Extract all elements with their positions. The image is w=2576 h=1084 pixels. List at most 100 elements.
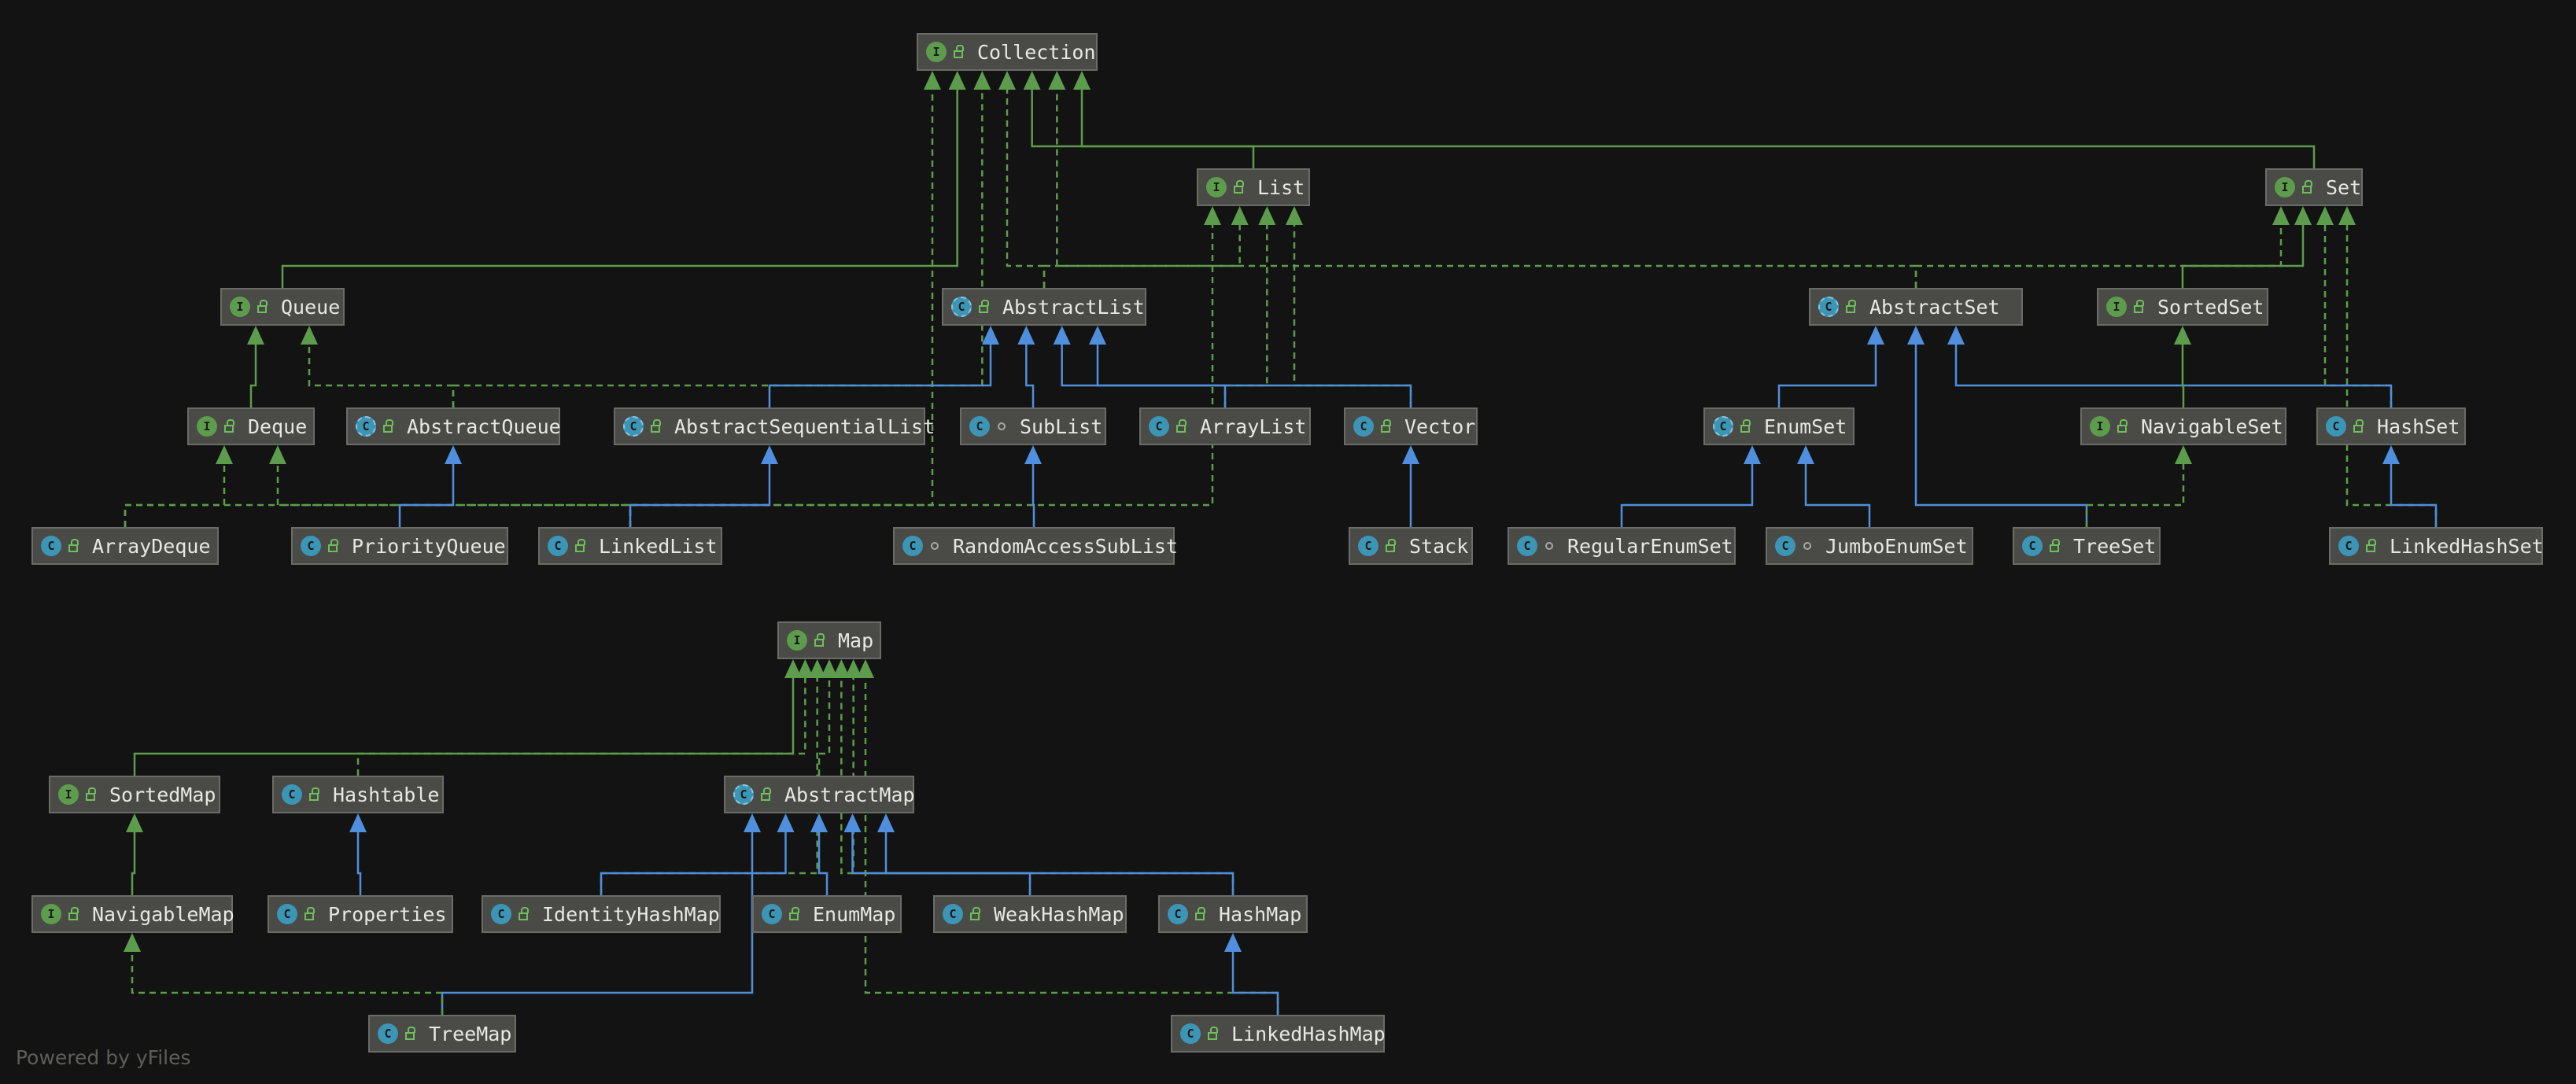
public-lock-icon [257,300,268,313]
interface-icon: I [197,416,217,437]
public-lock-icon [979,300,989,313]
node-label: RegularEnumSet [1567,534,1733,558]
arrowhead-treeset-to-navigableset [2175,445,2192,464]
node-label: RandomAccessSubList [953,534,1178,558]
arrowhead-abstractsequentiallist-to-abstractlist [982,326,999,345]
node-label: HashMap [1219,902,1302,926]
node-sublist[interactable]: C SubList [960,407,1106,445]
public-lock-icon [2050,539,2060,552]
node-enumset[interactable]: C EnumSet [1703,407,1854,445]
class-icon: C [1775,536,1795,556]
class-icon: C [1168,904,1188,924]
public-lock-icon [2366,539,2376,552]
node-randomaccesssublist[interactable]: C RandomAccessSubList [893,527,1178,565]
public-lock-icon [68,539,79,552]
edge-linkedhashset-to-hashset [2390,464,2438,527]
class-icon: C [902,536,923,556]
package-private-icon [998,422,1006,430]
arrowhead-stack-to-vector [1402,445,1419,464]
public-lock-icon [651,419,661,433]
arrowhead-sortedset-to-set [2294,206,2312,225]
arrowhead-abstractset-to-collection [1048,71,1066,90]
abstract-class-icon: C [733,784,754,805]
node-label: SubList [1020,415,1103,438]
public-lock-icon [1208,1027,1218,1040]
node-label: LinkedList [599,534,718,558]
class-icon: C [2338,536,2359,556]
class-icon: C [969,416,990,437]
arrowhead-navigablemap-to-sortedmap [126,813,143,832]
edge-arraylist-to-abstractlist [1061,345,1227,407]
public-lock-icon [1846,300,1856,313]
arrowhead-linkedlist-to-deque [269,445,286,464]
abstract-class-icon: C [951,297,972,317]
edge-treeset-to-navigableset [2085,464,2185,527]
arrowhead-linkedhashmap-to-map [857,659,874,678]
node-label: EnumSet [1764,415,1847,438]
edge-sublist-to-abstractlist [1025,345,1035,407]
public-lock-icon [519,907,529,920]
node-abstractlist[interactable]: C AbstractList [942,288,1146,326]
class-icon: C [548,536,568,556]
public-lock-icon [309,787,319,801]
node-linkedlist[interactable]: C LinkedList [538,527,722,565]
node-label: AbstractList [1002,295,1145,319]
arrowhead-hashmap-to-map [844,659,862,678]
public-lock-icon [1381,419,1391,433]
public-lock-icon [1740,419,1751,433]
public-lock-icon [86,787,96,801]
arrowhead-identityhashmap-to-map [808,659,826,678]
abstract-class-icon: C [1713,416,1733,437]
arrowhead-vector-to-abstractlist [1089,326,1106,345]
node-label: List [1257,175,1305,199]
abstract-class-icon: C [356,416,376,437]
node-label: AbstractQueue [407,415,561,438]
interface-icon: I [58,784,79,805]
node-abstractqueue[interactable]: C AbstractQueue [346,407,561,445]
arrowhead-arraydeque-to-collection [924,71,941,90]
public-lock-icon [304,907,315,920]
edge-sortedset-to-set [2181,225,2305,288]
arrowhead-jumboenumset-to-enumset [1797,445,1814,464]
public-lock-icon [224,419,234,433]
node-hashmap[interactable]: C HashMap [1158,895,1308,933]
interface-icon: I [926,42,947,62]
edge-hashset-to-abstractset [1954,345,2393,407]
class-icon: C [378,1023,398,1044]
node-label: JumboEnumSet [1825,534,1968,558]
node-jumboenumset[interactable]: C JumboEnumSet [1766,527,1973,565]
package-private-icon [1803,542,1811,550]
arrowhead-properties-to-hashtable [349,813,367,832]
public-lock-icon [405,1027,415,1040]
arrowhead-abstractqueue-to-queue [301,326,318,345]
